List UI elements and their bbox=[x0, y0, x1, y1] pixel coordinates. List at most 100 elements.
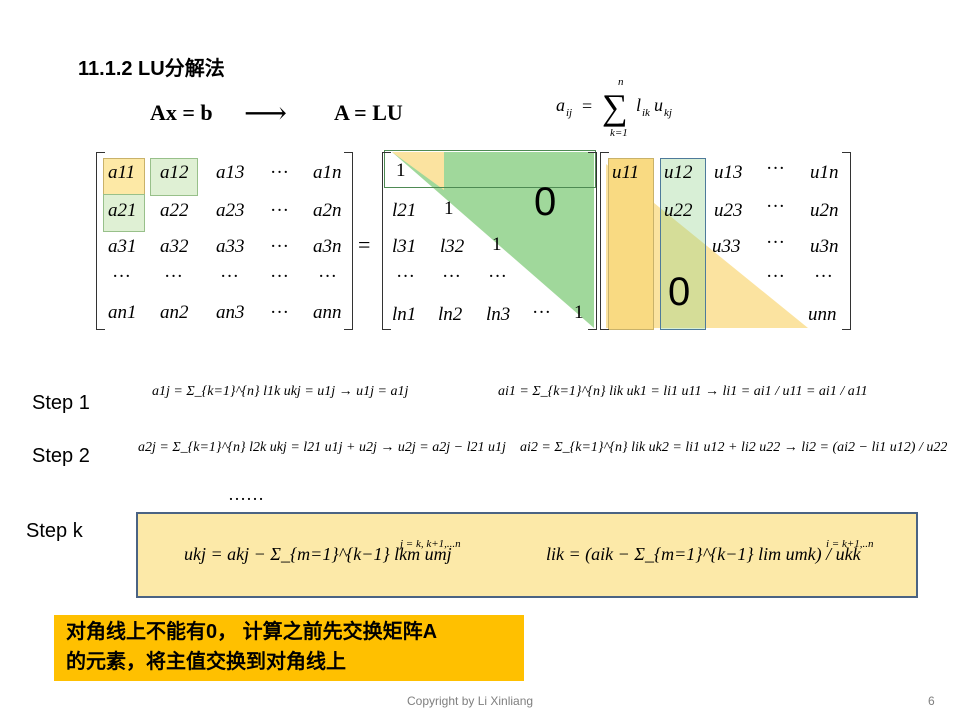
matrix-cell: an1 bbox=[108, 302, 137, 323]
equation-ax-b: Ax = b bbox=[150, 100, 213, 125]
matrix-cell: a21 bbox=[108, 200, 137, 221]
pivot-note: 对角线上不能有0， 计算之前先交换矩阵A 的元素，将主值交换到对角线上 bbox=[54, 615, 524, 681]
step-1-right-formula: ai1 = Σ_{k=1}^{n} lik uk1 = li1 u11 → li… bbox=[498, 384, 868, 399]
matrix-cell: ··· bbox=[270, 302, 289, 323]
matrix-cell: ··· bbox=[220, 266, 239, 287]
footer-copyright: Copyright by Li Xinliang bbox=[407, 694, 534, 708]
matrix-cell: a12 bbox=[160, 162, 189, 183]
ellipsis: …… bbox=[228, 484, 264, 504]
pivot-note-line-2: 的元素，将主值交换到对角线上 bbox=[66, 651, 346, 673]
matrix-cell: ··· bbox=[766, 196, 785, 217]
matrix-cell: ··· bbox=[112, 266, 131, 287]
step-1-label: Step 1 bbox=[32, 392, 90, 414]
matrix-cell: ann bbox=[313, 302, 342, 323]
matrix-cell: 1 bbox=[444, 198, 454, 219]
upper-zero-triangle bbox=[606, 164, 808, 328]
matrix-cell: ··· bbox=[766, 158, 785, 179]
matrix-cell: a3n bbox=[313, 236, 342, 257]
step-k-formula-box: ukj = akj − Σ_{m=1}^{k−1} lkm umj j = k,… bbox=[136, 512, 918, 598]
matrix-cell: a22 bbox=[160, 200, 189, 221]
zero-label: 0 bbox=[534, 180, 557, 224]
slide-title: 11.1.2 LU分解法 bbox=[78, 58, 225, 80]
highlight-row1 bbox=[150, 158, 198, 196]
matrix-cell: 1 bbox=[574, 302, 584, 323]
matrix-cell: ln1 bbox=[392, 304, 417, 325]
matrix-cell: an3 bbox=[216, 302, 245, 323]
matrix-cell: ··· bbox=[488, 266, 507, 287]
step-2-right-formula: ai2 = Σ_{k=1}^{n} lik uk2 = li1 u12 + li… bbox=[520, 440, 948, 455]
matrix-cell: ln2 bbox=[438, 304, 463, 325]
matrix-cell: a32 bbox=[160, 236, 189, 257]
lower-zero-triangle bbox=[392, 152, 594, 328]
matrix-cell: a2n bbox=[313, 200, 342, 221]
svg-text:ij: ij bbox=[566, 107, 572, 119]
matrix-cell: u33 bbox=[712, 236, 741, 257]
matrix-cell: ··· bbox=[270, 162, 289, 183]
matrix-l-right-bracket bbox=[588, 152, 597, 330]
matrix-cell: l21 bbox=[392, 200, 417, 221]
matrix-cell: u2n bbox=[810, 200, 839, 221]
step-1-left-formula: a1j = Σ_{k=1}^{n} l1k ukj = u1j → u1j = … bbox=[152, 384, 409, 399]
highlight-col1 bbox=[103, 194, 145, 232]
svg-text:kj: kj bbox=[664, 107, 672, 119]
matrix-cell: u13 bbox=[714, 162, 743, 183]
matrix-u-right-bracket bbox=[842, 152, 851, 330]
matrix-cell: ··· bbox=[532, 302, 551, 323]
sum-formula-source: a_ij = Σ_{k=1}^{n} l_ik u_kj bbox=[555, 80, 556, 81]
matrix-cell: ··· bbox=[270, 200, 289, 221]
matrix-cell: u22 bbox=[664, 200, 693, 221]
matrix-cell: a11 bbox=[108, 162, 136, 183]
matrix-cell: l32 bbox=[440, 236, 465, 257]
matrix-cell: ··· bbox=[270, 236, 289, 257]
matrix-cell: ln3 bbox=[486, 304, 511, 325]
svg-text:u: u bbox=[654, 95, 663, 115]
svg-text:a: a bbox=[556, 95, 565, 115]
step-2-left-formula: a2j = Σ_{k=1}^{n} l2k ukj = l21 u1j + u2… bbox=[138, 440, 506, 455]
arrow-icon: ⟶ bbox=[244, 97, 288, 130]
equals-sign: = bbox=[358, 232, 371, 257]
matrix-cell: ··· bbox=[814, 266, 833, 287]
svg-text:l: l bbox=[636, 95, 641, 115]
matrix-cell: ··· bbox=[164, 266, 183, 287]
matrix-a-right-bracket bbox=[344, 152, 353, 330]
matrix-cell: u3n bbox=[810, 236, 839, 257]
matrix-u-left-bracket bbox=[600, 152, 609, 330]
step-2-label: Step 2 bbox=[32, 445, 90, 467]
matrix-cell: an2 bbox=[160, 302, 189, 323]
matrix-l-left-bracket bbox=[382, 152, 391, 330]
matrix-cell: u11 bbox=[612, 162, 640, 183]
matrix-cell: 1 bbox=[396, 160, 406, 181]
sum-formula-graphic: a ij = ∑ n k=1 l ik u kj bbox=[556, 76, 672, 139]
matrix-cell: ··· bbox=[442, 266, 461, 287]
matrix-cell: ··· bbox=[396, 266, 415, 287]
matrix-cell: unn bbox=[808, 304, 837, 325]
matrix-cell: u12 bbox=[664, 162, 693, 183]
svg-text:n: n bbox=[618, 76, 624, 88]
matrix-cell: u23 bbox=[714, 200, 743, 221]
matrix-cell: a23 bbox=[216, 200, 245, 221]
matrix-cell: ··· bbox=[766, 266, 785, 287]
pivot-note-line-1: 对角线上不能有0， 计算之前先交换矩阵A bbox=[66, 621, 438, 643]
step-k-label: Step k bbox=[26, 520, 83, 542]
svg-text:∑: ∑ bbox=[602, 87, 628, 127]
matrix-cell: ··· bbox=[766, 232, 785, 253]
u-second-col-highlight bbox=[660, 158, 706, 330]
equation-a-lu: A = LU bbox=[334, 100, 403, 125]
matrix-a-left-bracket bbox=[96, 152, 105, 330]
matrix-cell: 1 bbox=[492, 234, 502, 255]
page-number: 6 bbox=[928, 694, 935, 708]
step-k-l-range: i = k+1,..n bbox=[826, 538, 874, 550]
step-k-u-formula: ukj = akj − Σ_{m=1}^{k−1} lkm umj bbox=[184, 544, 452, 564]
zero-label: 0 bbox=[668, 270, 691, 314]
svg-text:=: = bbox=[582, 96, 592, 116]
u-first-col-highlight bbox=[608, 158, 654, 330]
matrix-cell: a31 bbox=[108, 236, 137, 257]
step-k-l-formula: lik = (aik − Σ_{m=1}^{k−1} lim umk) / uk… bbox=[546, 544, 861, 564]
l-first-row-highlight bbox=[384, 150, 596, 188]
matrix-cell: a13 bbox=[216, 162, 245, 183]
matrix-cell: ··· bbox=[318, 266, 337, 287]
matrix-cell: u1n bbox=[810, 162, 839, 183]
matrix-cell: l31 bbox=[392, 236, 417, 257]
svg-text:ik: ik bbox=[642, 107, 651, 119]
matrix-cell: a1n bbox=[313, 162, 342, 183]
